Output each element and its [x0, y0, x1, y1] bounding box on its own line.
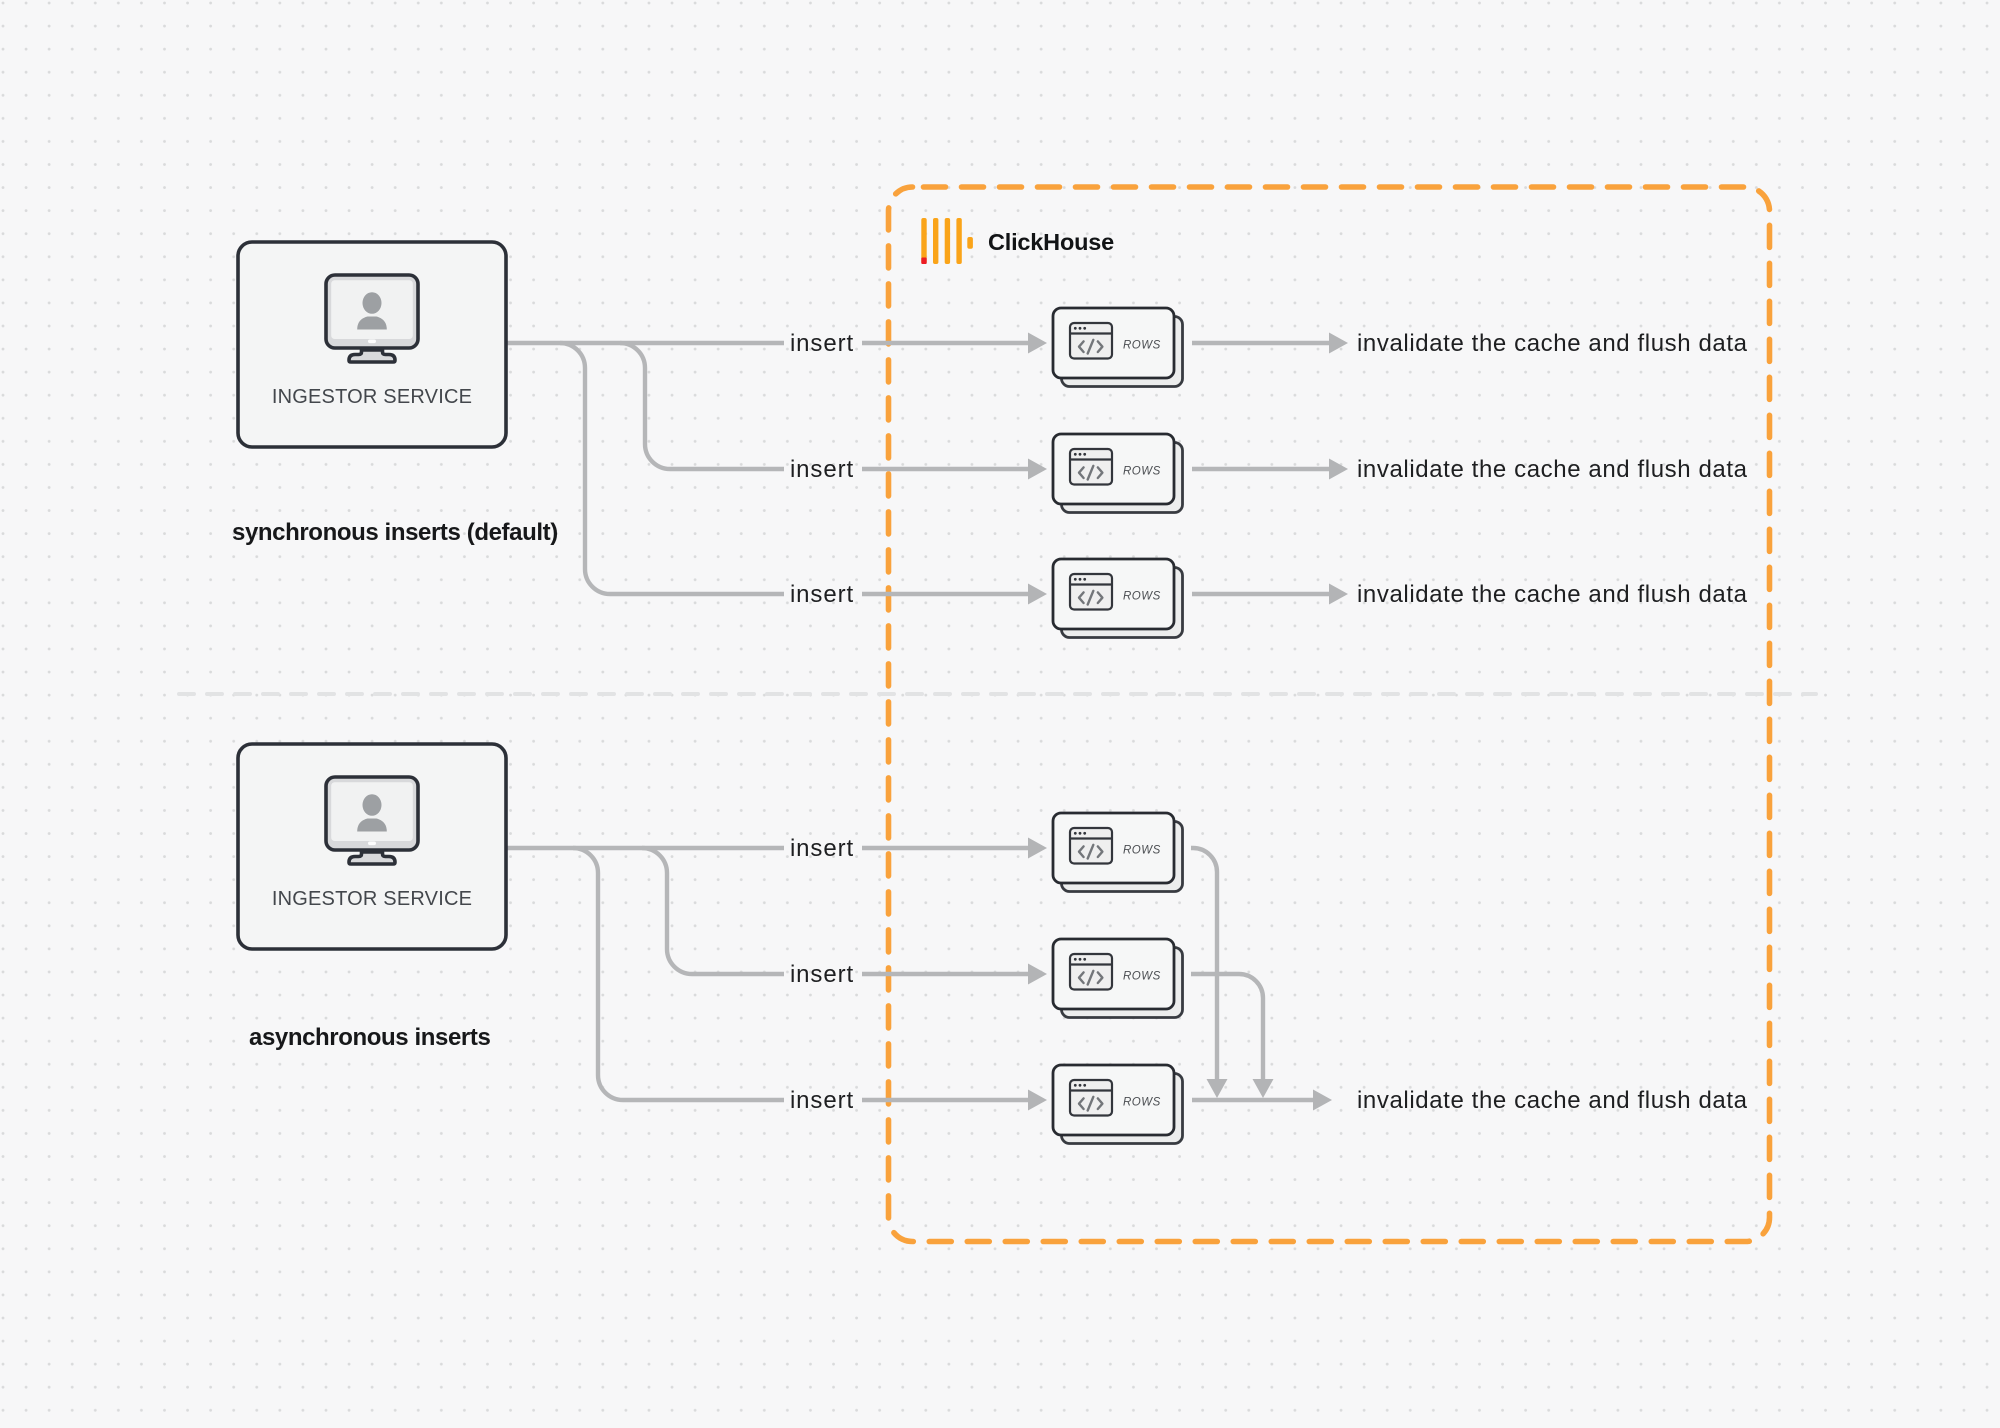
svg-text:invalidate the cache and flush: invalidate the cache and flush data	[1357, 330, 1748, 357]
svg-text:synchronous inserts (default): synchronous inserts (default)	[232, 519, 558, 546]
svg-text:insert: insert	[790, 835, 854, 862]
svg-text:insert: insert	[790, 961, 854, 988]
svg-text:asynchronous inserts: asynchronous inserts	[249, 1024, 490, 1051]
svg-text:invalidate the cache and flush: invalidate the cache and flush data	[1357, 456, 1748, 483]
svg-text:insert: insert	[790, 456, 854, 483]
svg-text:invalidate the cache and flush: invalidate the cache and flush data	[1357, 581, 1748, 608]
svg-text:ClickHouse: ClickHouse	[988, 229, 1114, 255]
svg-text:invalidate the cache and flush: invalidate the cache and flush data	[1357, 1087, 1748, 1114]
svg-text:insert: insert	[790, 330, 854, 357]
svg-text:insert: insert	[790, 1087, 854, 1114]
svg-text:insert: insert	[790, 581, 854, 608]
